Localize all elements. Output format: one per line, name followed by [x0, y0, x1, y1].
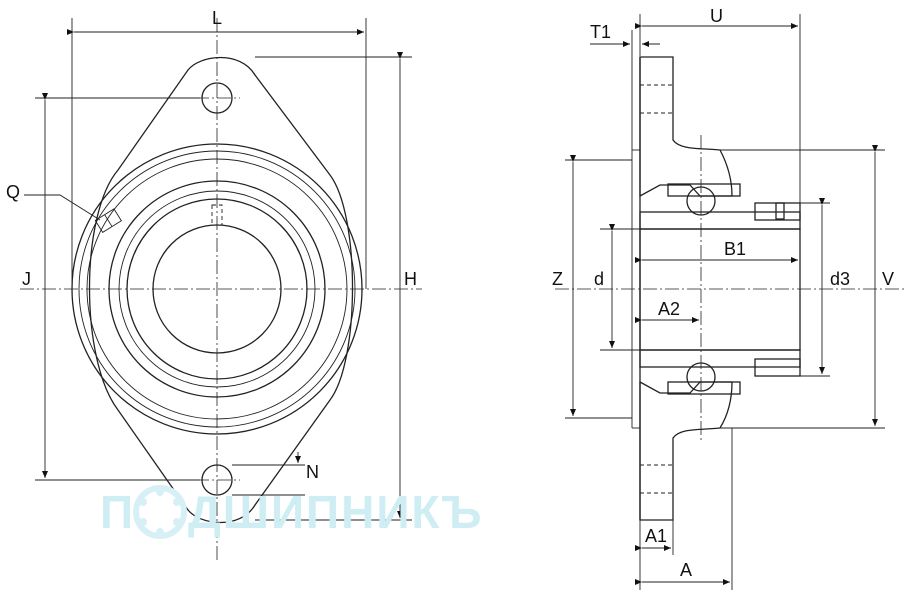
- set-screw: [775, 202, 785, 220]
- watermark-bearing-logo: [133, 485, 187, 539]
- watermark-text-left: П: [100, 486, 135, 538]
- label-d: d: [594, 269, 604, 289]
- section-view: T1 U Z d B1 A2 d3 V A1 A: [552, 6, 905, 590]
- bore-section: [639, 228, 801, 351]
- flange-section-top: [639, 56, 733, 198]
- label-Q: Q: [6, 182, 20, 202]
- label-Z: Z: [552, 269, 563, 289]
- flange-outline: [88, 56, 354, 524]
- label-T1: T1: [590, 22, 611, 42]
- leader-Q: [24, 194, 101, 221]
- label-U: U: [710, 6, 723, 26]
- label-N: N: [306, 462, 319, 482]
- outer-ring-bottom: [667, 381, 741, 395]
- label-A: A: [680, 560, 692, 580]
- watermark: П ДШИПНИКЪ: [100, 485, 483, 539]
- label-V: V: [882, 269, 894, 289]
- lubrication-nipple: [94, 208, 122, 234]
- label-B1: B1: [724, 239, 746, 259]
- flange-section-bottom: [639, 380, 733, 521]
- locking-collar-bottom: [754, 358, 801, 377]
- watermark-text-right: ДШИПНИКЪ: [188, 486, 483, 538]
- outer-ring-top: [667, 183, 741, 197]
- label-H: H: [404, 269, 417, 289]
- front-view: L H J Q N: [6, 8, 422, 560]
- label-J: J: [22, 269, 31, 289]
- label-A2: A2: [658, 299, 680, 319]
- label-L: L: [212, 8, 222, 28]
- label-d3: d3: [830, 269, 850, 289]
- label-A1: A1: [645, 526, 667, 546]
